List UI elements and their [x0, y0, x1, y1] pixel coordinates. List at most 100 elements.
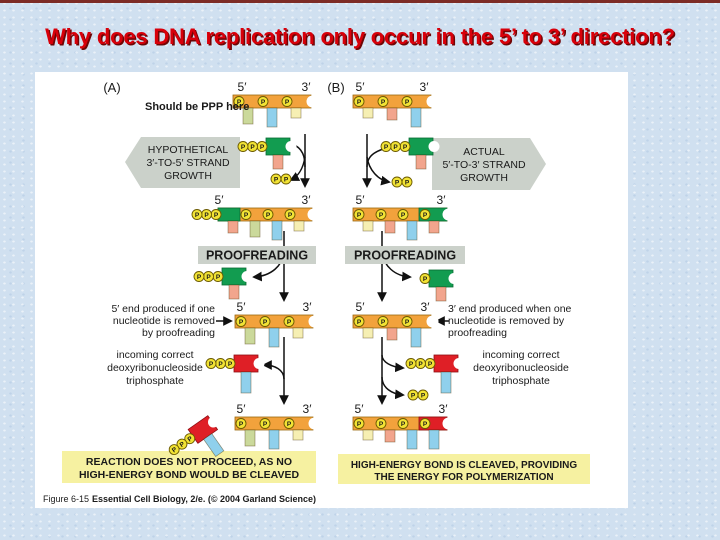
phosphate-icon	[205, 358, 217, 369]
phosphate-icon	[397, 418, 409, 429]
base-blue	[428, 429, 440, 450]
nucleotide-rejected-a: PPP	[168, 415, 225, 458]
five-prime-label: 5′	[356, 193, 366, 207]
phosphate-symbol: P	[274, 176, 279, 183]
strand-end-notch	[306, 95, 319, 108]
five-prime-label: 5′	[356, 80, 366, 94]
base-blue	[203, 433, 225, 458]
phosphate-symbol: P	[357, 99, 362, 106]
phosphate-icon	[281, 96, 293, 107]
phosphate-symbol: P	[411, 392, 416, 399]
curve-a-ntp-pointer	[262, 360, 285, 380]
phosphate-symbol: P	[405, 99, 410, 106]
phosphate-symbol: P	[357, 319, 362, 326]
strand-backbone	[234, 416, 314, 431]
base-pink	[227, 220, 239, 234]
strand-end-notch	[426, 95, 439, 108]
three-prime-label: 3′	[437, 193, 447, 207]
five-prime-label: 5′	[215, 193, 225, 207]
five-prime-label: 5′	[237, 402, 247, 416]
three-prime-label: 3′	[420, 80, 430, 94]
phosphate-symbol: P	[216, 274, 221, 281]
phosphate-symbol: P	[206, 274, 211, 281]
nucleotide-notch	[253, 358, 265, 369]
base-lightgreen	[249, 220, 261, 238]
phosphate-symbol: P	[237, 99, 242, 106]
b-result-line: 3′ end produced when one	[448, 303, 572, 315]
a-result-line: nucleotide is removed	[113, 315, 215, 327]
nucleotide-removed-a: PPP	[193, 267, 253, 300]
nucleotide-notch	[285, 141, 297, 152]
phosphate-symbol: P	[423, 276, 428, 283]
a-outcome-line: HIGH-ENERGY BOND WOULD BE CLEAVED	[79, 469, 300, 481]
base-paleyellow	[362, 220, 374, 232]
phosphate-icon	[237, 141, 249, 152]
base-pink	[272, 154, 284, 170]
hypothetical-growth-line: 3′-TO-5′ STRAND	[146, 157, 230, 169]
phosphate-symbol: P	[395, 179, 400, 186]
incoming-dntp-line-a: incoming correct	[116, 349, 193, 361]
phosphate-symbol: P	[186, 435, 194, 444]
nucleotide-notch	[453, 358, 465, 369]
phosphate-icon	[419, 273, 431, 284]
phosphate-icon	[397, 209, 409, 220]
hypothetical-growth-arrow	[125, 137, 240, 188]
incoming-dntp-line-b: deoxyribonucleoside	[473, 362, 569, 374]
phosphate-icon	[235, 418, 247, 429]
five-prime-label: 5′	[355, 402, 365, 416]
base-paleyellow	[292, 429, 304, 441]
phosphate-symbol: P	[228, 361, 233, 368]
caption-figure-number: Figure 6-15	[43, 494, 89, 504]
phosphate-symbol: P	[261, 99, 266, 106]
phosphate-icon	[401, 176, 413, 188]
slide-title: Why does DNA replication only occur in t…	[45, 24, 675, 49]
phosphate-icon	[419, 418, 431, 429]
phosphate-symbol: P	[197, 274, 202, 281]
base-lightgreen	[244, 429, 256, 447]
phosphate-symbol: P	[214, 212, 219, 219]
phosphate-icon	[401, 96, 413, 107]
phosphate-icon	[280, 173, 292, 185]
phosphate-symbol: P	[204, 212, 209, 219]
phosphate-icon	[240, 209, 252, 220]
a-result-line: 5′ end produced if one	[111, 303, 215, 315]
strand-end-notch	[307, 208, 320, 221]
five-prime-label: 5′	[238, 80, 248, 94]
base-paleyellow	[292, 327, 304, 339]
phosphate-symbol: P	[250, 144, 255, 151]
phosphate-icon	[380, 141, 392, 152]
phosphate-symbol: P	[384, 144, 389, 151]
phosphate-symbol: P	[401, 421, 406, 428]
incoming-dntp-line-a: triphosphate	[126, 375, 184, 387]
phosphate-icon	[419, 209, 431, 220]
base-paleyellow	[362, 429, 374, 441]
outcome-box-b	[338, 454, 590, 484]
base-pink	[384, 429, 396, 443]
three-prime-label: 3′	[302, 193, 312, 207]
phosphate-icon	[405, 358, 417, 369]
phosphate-icon	[417, 389, 429, 401]
phosphate-symbol: P	[423, 212, 428, 219]
b-result-line: nucleotide is removed by	[448, 315, 565, 327]
phosphate-symbol: P	[379, 421, 384, 428]
base-lightgreen	[244, 327, 256, 345]
phosphate-icon	[168, 444, 180, 456]
base-paleyellow	[290, 107, 302, 119]
base-blue	[240, 371, 252, 394]
base-paleyellow	[362, 327, 374, 339]
nucleotide-removed-b: P	[419, 269, 460, 302]
incoming-dntp-line-b: triphosphate	[492, 375, 550, 387]
proofreading-box-b	[345, 246, 465, 264]
phosphate-symbol: P	[287, 319, 292, 326]
phosphate-symbol: P	[423, 421, 428, 428]
phosphate-symbol: P	[218, 361, 223, 368]
phosphate-icon	[284, 209, 296, 220]
phosphate-symbol: P	[405, 179, 410, 186]
phosphate-symbol: P	[418, 361, 423, 368]
base-pink	[428, 220, 440, 234]
